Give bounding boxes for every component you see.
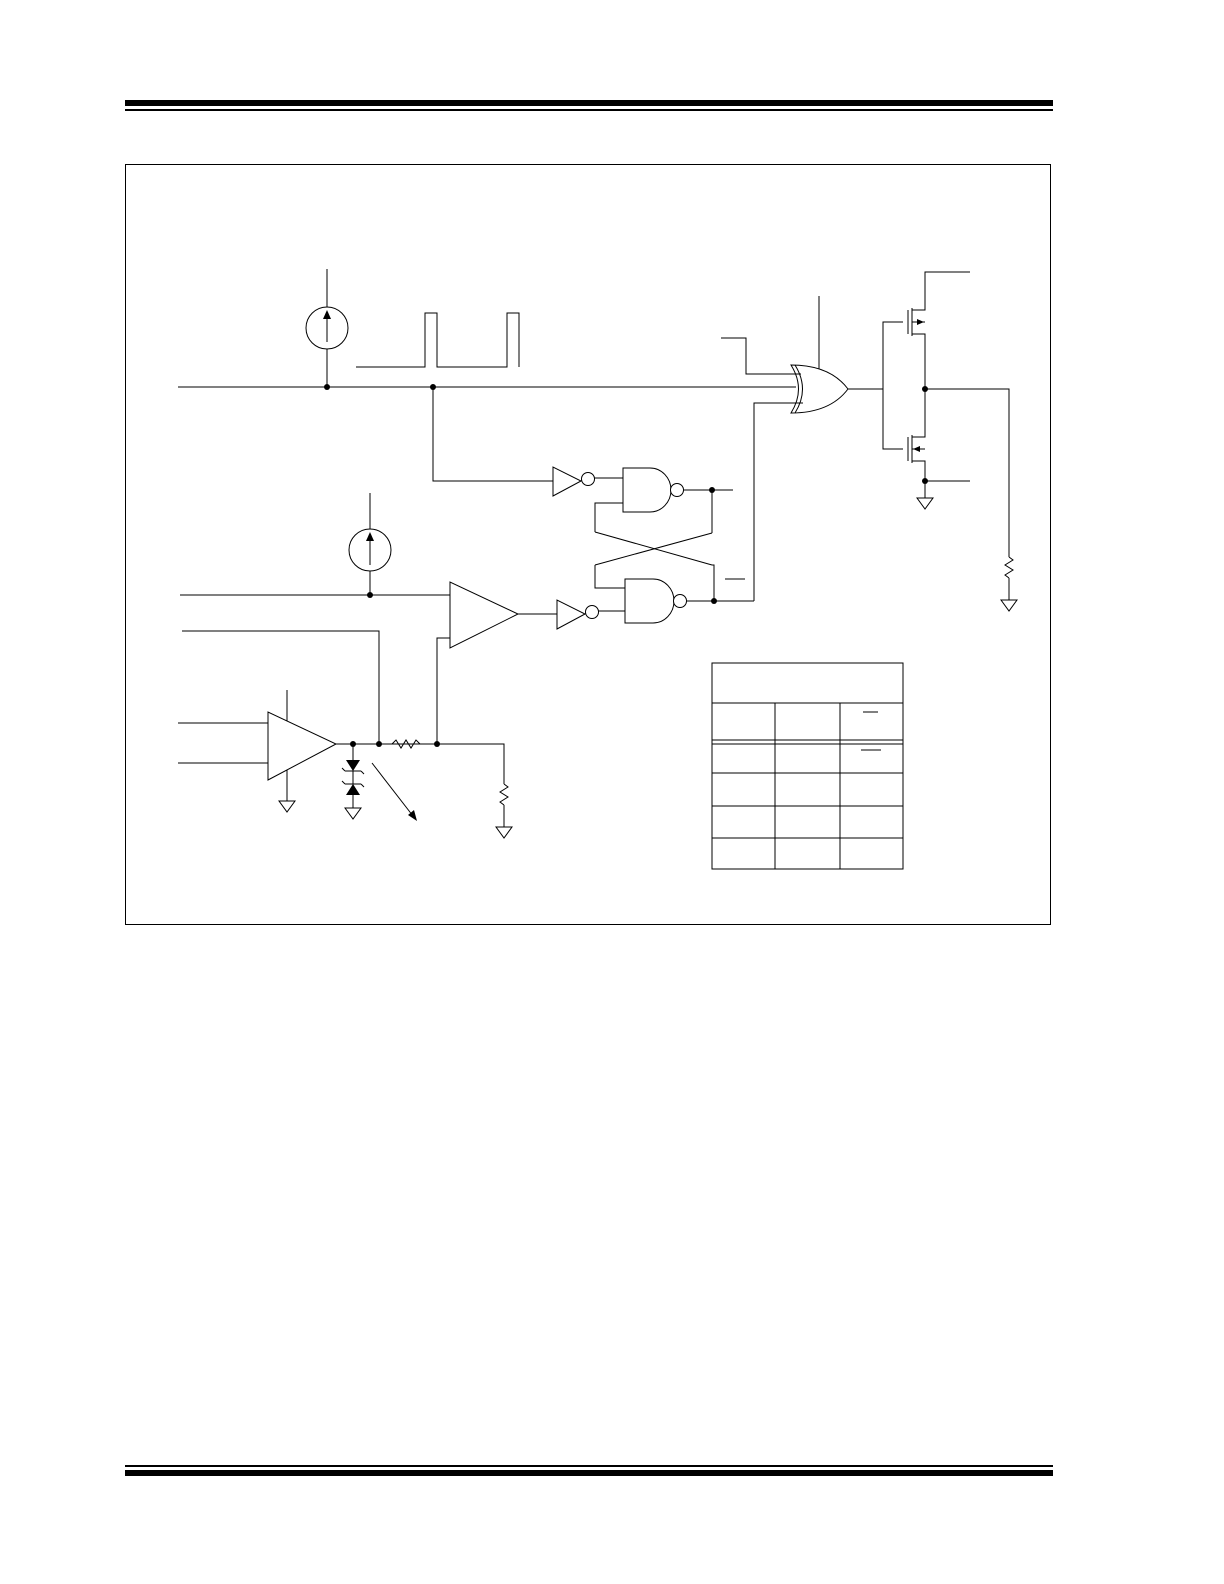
load-resistor	[495, 743, 513, 839]
pulse-waveform	[356, 312, 520, 368]
amplifier	[178, 690, 502, 813]
header-rule-thin	[125, 109, 1053, 111]
current-source-top	[305, 269, 349, 390]
arrow-pointer	[371, 762, 417, 821]
header-rule-thick	[125, 100, 1053, 106]
truth-table	[711, 662, 904, 870]
current-source-middle	[348, 493, 392, 598]
footer-rule-thin	[125, 1465, 1053, 1467]
zener-diodes	[341, 744, 365, 820]
inverter-top	[552, 466, 595, 497]
inverter-bottom	[556, 599, 599, 630]
branch-to-inverter-top	[430, 384, 553, 482]
or-gate	[721, 296, 849, 601]
output-stage	[848, 271, 1018, 612]
series-resistor	[391, 739, 421, 749]
latch-cross-wires	[594, 531, 713, 566]
nand-gate-top	[594, 467, 733, 533]
nand-gate-bottom	[594, 564, 754, 624]
figure-frame	[125, 164, 1051, 925]
footer-rule-thick	[125, 1470, 1053, 1476]
input-line-lower	[182, 630, 380, 744]
comparator	[180, 581, 557, 744]
